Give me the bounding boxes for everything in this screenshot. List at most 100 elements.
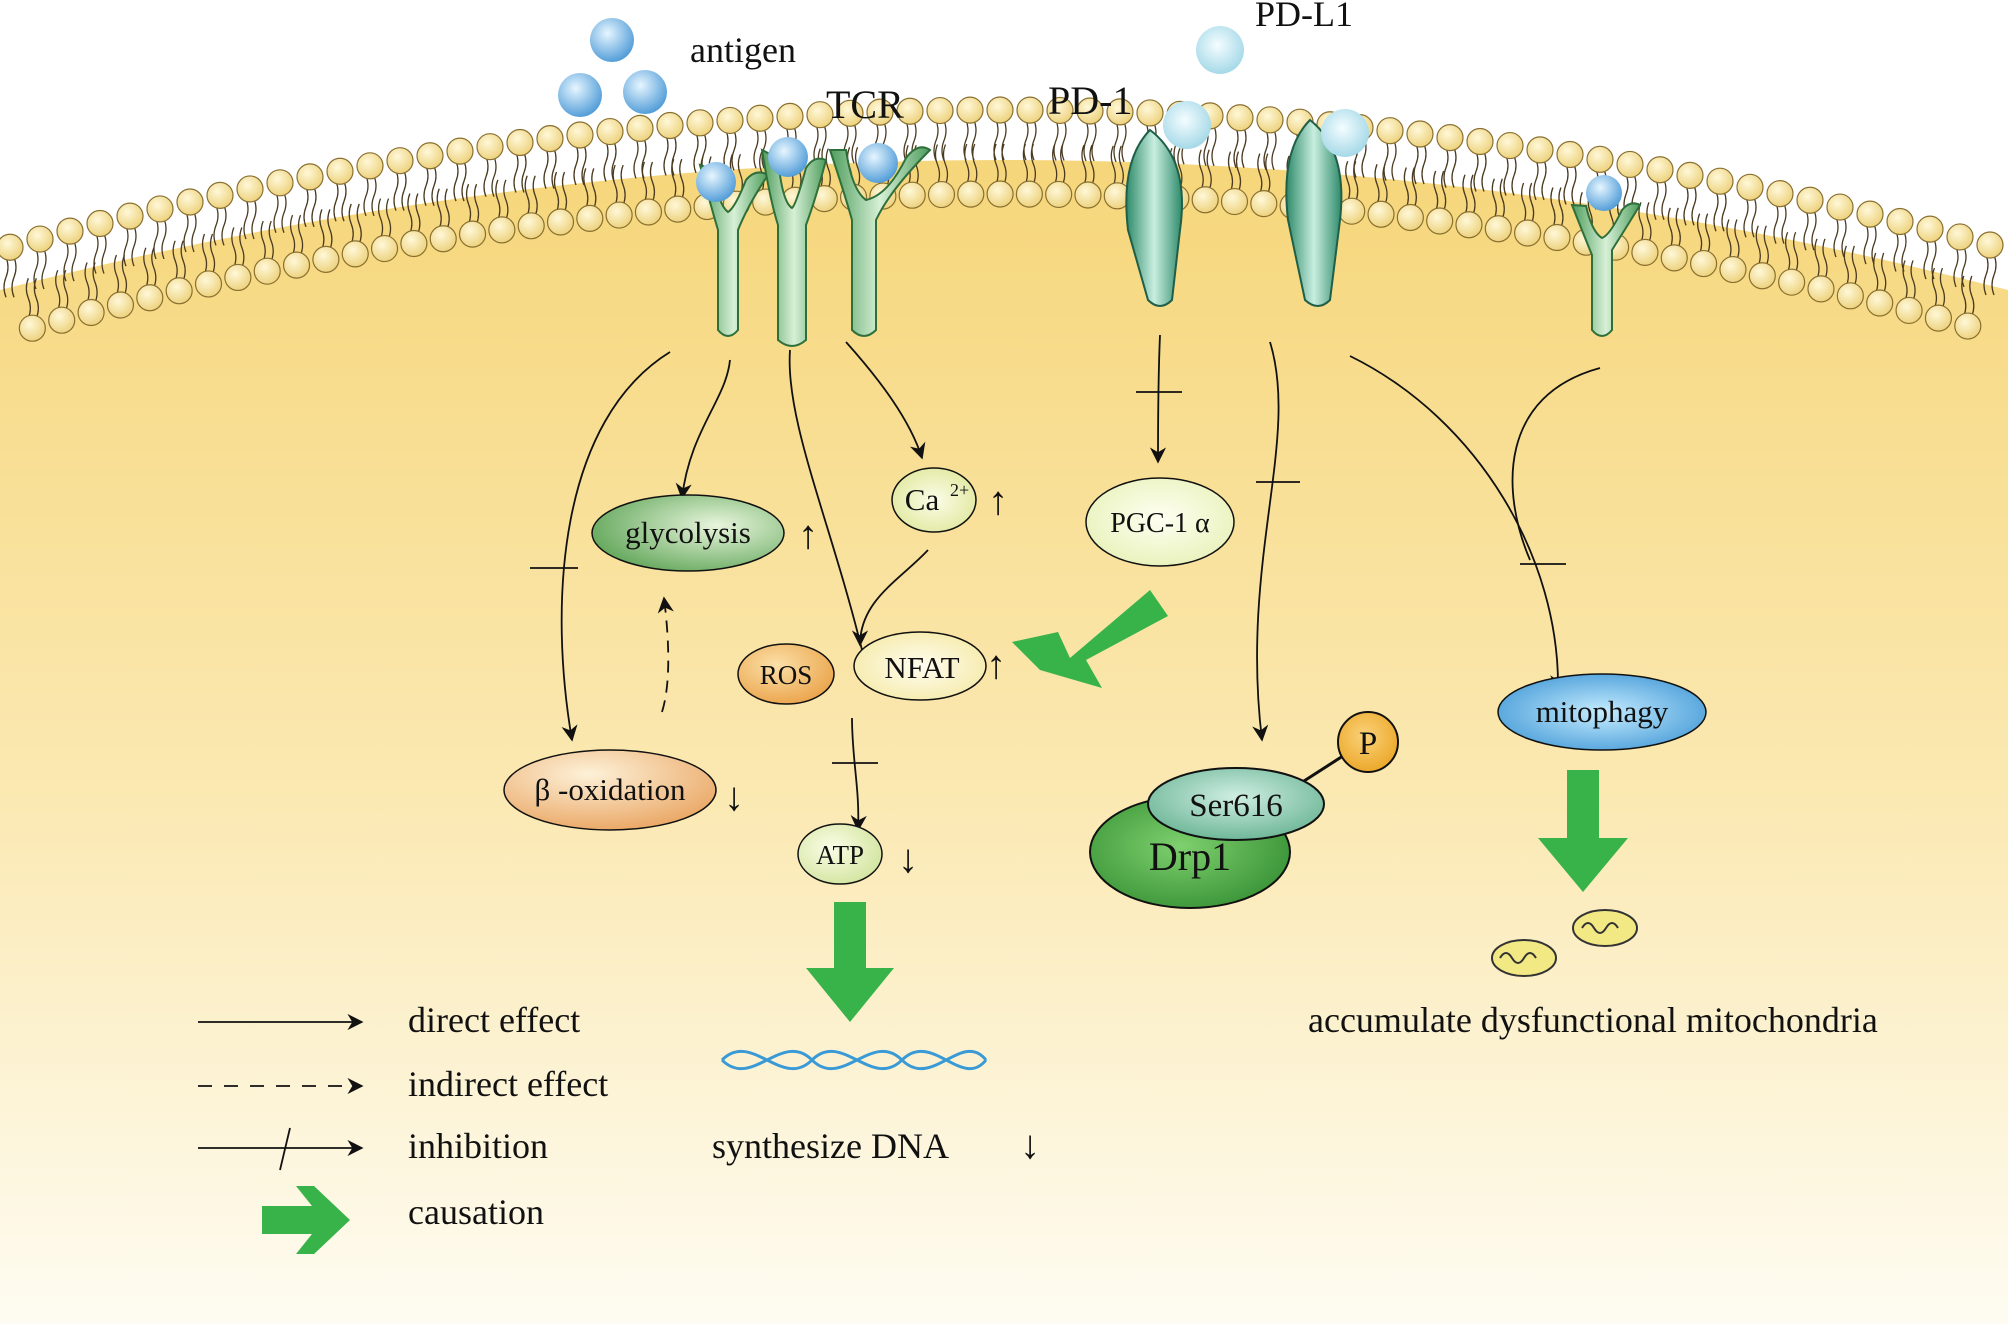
lipid-tail (1227, 127, 1239, 192)
lipid-tail (393, 170, 413, 234)
lipid-head (1526, 136, 1554, 164)
node-beta-oxidation: β -oxidation (503, 749, 717, 831)
lipid-tail (123, 225, 149, 288)
node-glycolysis: glycolysis (591, 494, 785, 572)
lipid-tail (1089, 120, 1097, 186)
lipid-tail (543, 148, 560, 213)
lipid-tail (161, 218, 186, 281)
lipid-tail (101, 233, 128, 296)
lipid-head (1586, 145, 1614, 173)
lipid-head (1376, 117, 1404, 145)
antigen-bound-2 (768, 137, 808, 177)
lipid-head (546, 208, 575, 236)
lipid-head (1886, 207, 1914, 236)
lipid-head (488, 216, 516, 244)
lipid-tail (153, 218, 178, 281)
lipid-head (266, 169, 294, 197)
lipid-tail (183, 211, 208, 275)
lipid-head (296, 163, 324, 191)
lipid-tail (1792, 209, 1817, 273)
lipid-tail (71, 240, 98, 303)
lipid-head (746, 104, 774, 132)
lipid-head (1220, 187, 1249, 216)
lipid-head (1074, 181, 1102, 209)
lipid-head (506, 128, 534, 157)
lipid-tail (1726, 197, 1749, 260)
lipid-tail (1118, 121, 1127, 187)
lipid-tail (573, 144, 589, 209)
lipid-tail (1843, 223, 1869, 287)
lipid-head (1778, 268, 1806, 296)
lipid-head (1748, 262, 1776, 290)
lipid-head (26, 225, 54, 253)
lipid-tail (303, 186, 325, 250)
lipid-head (1736, 173, 1764, 201)
lipid-head (1946, 223, 1974, 251)
lipid-tail (1374, 140, 1389, 205)
svg-text:Ser616: Ser616 (1189, 788, 1283, 824)
legend-direct-label: direct effect (408, 1000, 580, 1040)
indirect-arrow-beta-to-glycolysis (657, 596, 674, 713)
dysfunctional-mitochondria (1491, 909, 1638, 977)
lipid-head (1496, 131, 1524, 160)
lipid-tail (581, 144, 597, 209)
node-pgc1a: PGC-1 α (1085, 477, 1235, 567)
lipid-head (664, 195, 692, 223)
lipid-head (282, 251, 311, 279)
lipid-tail (33, 248, 61, 311)
antigen-bound-1 (696, 162, 736, 202)
lipid-tail (1814, 216, 1839, 280)
lipid-tail (341, 180, 362, 245)
drp1-complex: Drp1 Ser616 P (1089, 711, 1399, 909)
lipid-head (206, 181, 234, 209)
lipid-tail (1462, 151, 1479, 215)
lipid-tail (1734, 197, 1757, 260)
pd1-receptor-left (1125, 128, 1183, 307)
pdl1-label: PD-L1 (1255, 0, 1353, 34)
legend-causation-arrow (262, 1186, 350, 1254)
lipid-head (776, 102, 804, 130)
lipid-head (836, 99, 864, 127)
lipid-head (1514, 219, 1542, 247)
lipid-tail (1558, 164, 1577, 228)
lipid-head (517, 212, 545, 240)
lipid-tail (281, 192, 304, 256)
lipid-tail (461, 160, 480, 225)
antigen-1 (590, 18, 634, 62)
lipid-tail (1030, 119, 1037, 185)
lipid-head (106, 291, 135, 319)
legend-inhibition-label: inhibition (408, 1126, 548, 1166)
tcr-receptor-center (760, 148, 828, 347)
lipid-head (116, 202, 144, 230)
svg-text:P: P (1359, 726, 1377, 762)
lipid-head (1676, 161, 1704, 189)
lipid-head (986, 180, 1014, 208)
lipid-head (1766, 180, 1794, 208)
lipid-head (1826, 193, 1854, 221)
lipid-head (716, 106, 744, 135)
lipid-head (1924, 304, 1953, 332)
svg-text:β -oxidation: β -oxidation (535, 772, 686, 807)
lipid-tail (1755, 203, 1779, 266)
lipid-tail (1433, 147, 1449, 212)
svg-text:NFAT: NFAT (884, 650, 959, 685)
lipid-head (656, 111, 684, 140)
lipid-head (77, 298, 105, 327)
lipid-tail (401, 170, 421, 234)
lipid-tail (603, 141, 618, 206)
lipid-tail (1470, 151, 1487, 215)
lipid-head (194, 270, 223, 298)
lipid-head (1455, 211, 1483, 239)
lipid-head (458, 220, 487, 248)
lipid-tail (1081, 120, 1089, 186)
lipid-head (926, 96, 954, 125)
lipid-head (224, 263, 252, 292)
lipid-tail (371, 175, 392, 239)
lipid-head (634, 198, 663, 226)
lipid-tail (3, 256, 31, 319)
lipid-head (326, 157, 354, 185)
lipid-tail (221, 205, 245, 268)
lipid-head (1556, 140, 1584, 169)
lipid-tail (611, 141, 626, 206)
lipid-head (1690, 249, 1718, 278)
